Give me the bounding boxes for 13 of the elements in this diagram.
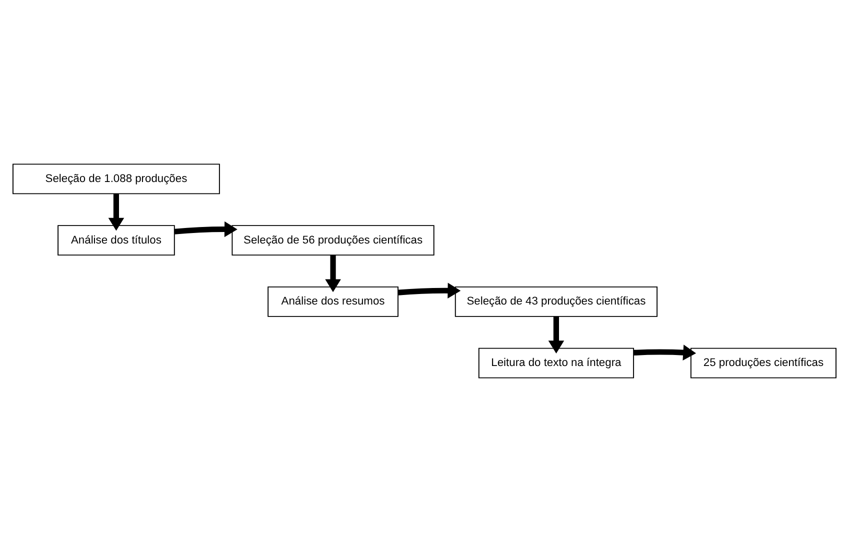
arrow (174, 221, 238, 238)
arrow (325, 255, 341, 292)
arrow (548, 316, 564, 354)
arrow (398, 282, 461, 299)
node-box: Análise dos títulos (58, 225, 175, 256)
node-box: Análise dos resumos (268, 286, 398, 317)
node-box: Seleção de 56 produções científicas (232, 225, 434, 256)
node-box: 25 produções científicas (690, 348, 836, 378)
arrow (108, 194, 124, 231)
arrow (634, 344, 696, 360)
node-box: Seleção de 1.088 produções (12, 164, 220, 194)
node-box: Leitura do texto na íntegra (478, 348, 634, 378)
node-box: Seleção de 43 produções científicas (454, 286, 658, 317)
